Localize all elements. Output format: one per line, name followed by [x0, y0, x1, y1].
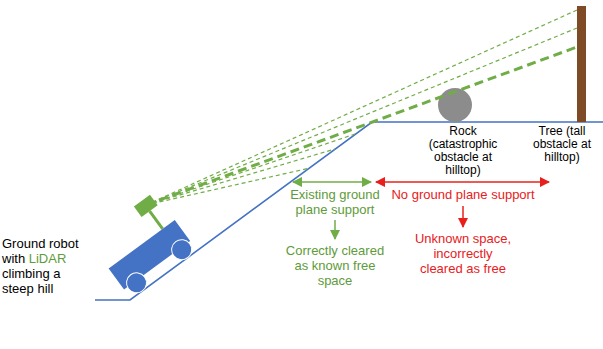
region-label: No ground plane support [379, 187, 547, 202]
obstacle-label: Rock (catastrophic obstacle at hilltop) [417, 125, 509, 177]
lidar-word: LiDAR [29, 251, 67, 266]
hill-profile [95, 122, 603, 300]
known-region-arrow [293, 181, 371, 183]
region-note: Unknown space, incorrectly cleared as fr… [414, 231, 512, 276]
region-label: Existing ground plane support [283, 187, 387, 217]
obstacle-label: Tree (tall obstacle at hilltop) [525, 125, 599, 164]
down-arrow [334, 220, 336, 239]
lidar-rays [146, 10, 577, 205]
down-arrow [462, 206, 464, 227]
ground-robot [88, 192, 197, 299]
region-note: Correctly cleared as known free space [281, 243, 389, 288]
unknown-region-arrow [376, 181, 549, 183]
tree-trunk [577, 6, 586, 122]
robot-caption: Ground robot with LiDAR climbing a steep… [2, 236, 94, 296]
robot-caption-text: climbing a steep hill [2, 266, 61, 296]
